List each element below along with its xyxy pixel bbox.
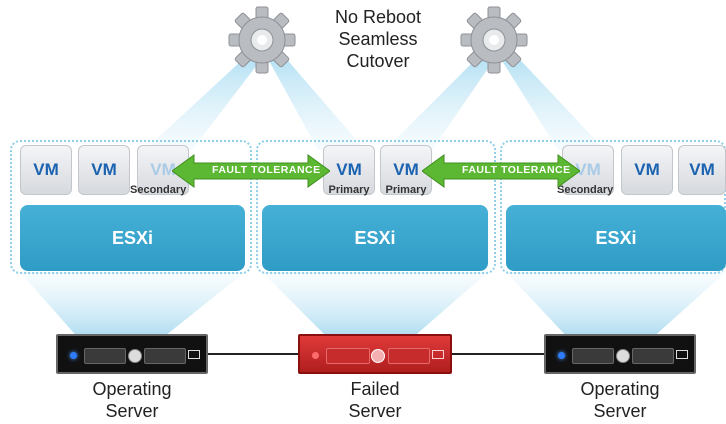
drive-bay xyxy=(326,348,370,364)
vm-box-primary: VM Primary xyxy=(323,145,375,196)
drive-bay xyxy=(572,348,614,364)
beam-gear1-right xyxy=(262,48,365,150)
fault-tolerance-arrow: FAULT TOLERANCE xyxy=(171,153,331,189)
beam-host3 xyxy=(506,272,726,340)
vm-label: VM xyxy=(336,160,362,179)
fault-tolerance-label: FAULT TOLERANCE xyxy=(212,164,321,176)
vm-label: VM xyxy=(634,160,660,179)
vm-box-secondary: VM Secondary xyxy=(557,145,614,196)
vm-label: VM xyxy=(33,160,59,179)
failed-server-icon xyxy=(298,334,452,374)
beam-gear1-left xyxy=(145,48,270,150)
host-2 xyxy=(256,140,496,274)
esxi-layer: ESXi xyxy=(262,205,488,271)
esxi-layer: ESXi xyxy=(20,205,245,271)
vm-label: VM xyxy=(689,160,715,179)
esxi-layer: ESXi xyxy=(506,205,726,271)
annotation-line: No Reboot xyxy=(334,7,422,27)
fault-tolerance-arrow: FAULT TOLERANCE xyxy=(421,153,581,189)
drive-bay xyxy=(632,348,674,364)
power-led xyxy=(312,352,319,359)
host-3 xyxy=(500,140,726,274)
port xyxy=(676,350,688,359)
caption-line: Failed xyxy=(350,379,400,399)
drive-bay xyxy=(388,348,430,364)
server-caption: Failed Server xyxy=(315,378,435,422)
server-caption: Operating Server xyxy=(560,378,680,422)
vm-role-label: Primary xyxy=(385,184,427,196)
vm-role-label: Secondary xyxy=(557,184,614,196)
host-1 xyxy=(10,140,252,274)
cutover-annotation: No Reboot Seamless Cutover xyxy=(318,6,438,72)
port xyxy=(188,350,200,359)
power-led xyxy=(558,352,565,359)
vm-box: VM xyxy=(78,145,130,195)
fault-tolerance-label: FAULT TOLERANCE xyxy=(462,164,571,176)
server-caption: Operating Server xyxy=(72,378,192,422)
knob xyxy=(616,349,630,363)
annotation-line: Seamless xyxy=(338,29,418,49)
vm-label: VM xyxy=(91,160,117,179)
drive-bay xyxy=(84,348,126,364)
beam-host2 xyxy=(262,272,488,340)
beam-gear2-right xyxy=(494,48,605,150)
caption-line: Operating xyxy=(580,379,660,399)
beam-host1 xyxy=(20,272,245,340)
beam-gear2-left xyxy=(385,48,502,150)
annotation-line: Cutover xyxy=(346,51,410,71)
network-cable xyxy=(452,353,544,355)
drive-bay xyxy=(144,348,186,364)
gear-icon xyxy=(460,6,528,74)
vm-role-label: Primary xyxy=(328,184,370,196)
network-cable xyxy=(208,353,298,355)
vm-role-label: Secondary xyxy=(130,184,187,196)
caption-line: Server xyxy=(593,401,647,421)
caption-line: Server xyxy=(348,401,402,421)
port xyxy=(432,350,444,359)
vm-label: VM xyxy=(575,160,601,179)
vm-box: VM xyxy=(20,145,72,195)
vm-label: VM xyxy=(393,160,419,179)
vm-box: VM xyxy=(678,145,726,195)
caption-line: Operating xyxy=(92,379,172,399)
knob xyxy=(128,349,142,363)
operating-server-icon xyxy=(544,334,696,374)
caption-line: Server xyxy=(105,401,159,421)
power-led xyxy=(70,352,77,359)
knob xyxy=(371,349,385,363)
vm-label: VM xyxy=(150,160,176,179)
vm-box: VM xyxy=(621,145,673,195)
operating-server-icon xyxy=(56,334,208,374)
gear-icon xyxy=(228,6,296,74)
